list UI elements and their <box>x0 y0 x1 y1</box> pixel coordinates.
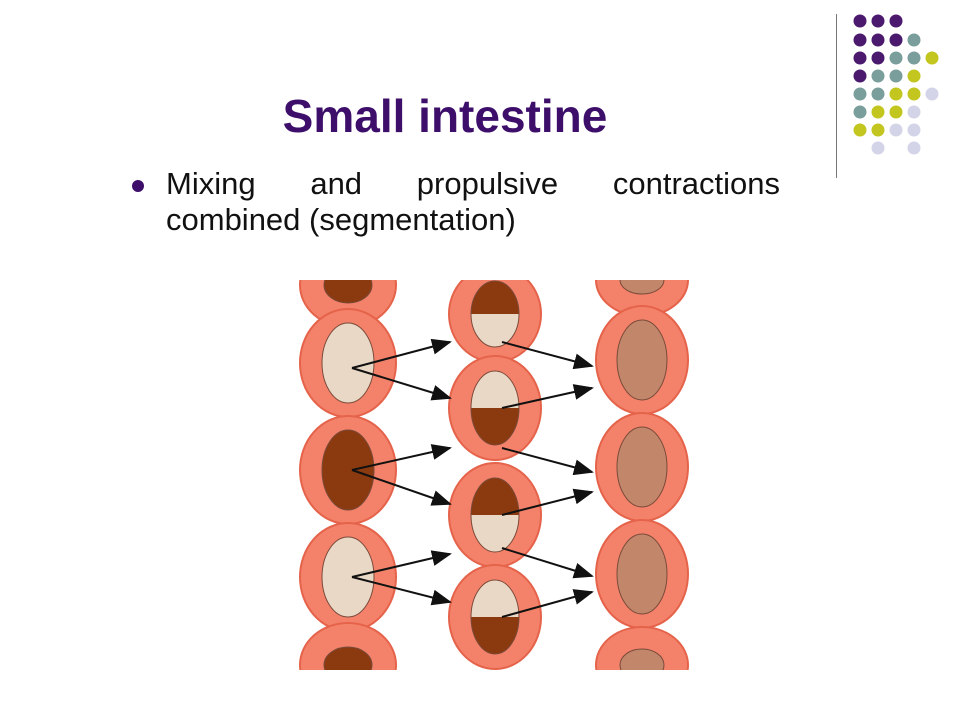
decorative-dot <box>925 87 939 101</box>
decorative-dot <box>907 123 921 137</box>
decorative-dot <box>871 33 885 47</box>
intestine-segment-column <box>595 280 689 670</box>
bullet-list: Mixing and propulsive contractions combi… <box>130 166 780 238</box>
decorative-dot <box>907 69 921 83</box>
chyme-pouch <box>321 536 375 618</box>
decorative-dot <box>853 69 867 83</box>
decorative-dot <box>889 51 903 65</box>
arrow <box>501 384 594 409</box>
decorative-dot <box>889 105 903 119</box>
decorative-dot <box>907 87 921 101</box>
title-divider-line <box>836 14 837 178</box>
chyme-pouch <box>321 322 375 404</box>
chyme-pouch <box>323 280 373 304</box>
chyme-pouch <box>616 426 668 508</box>
arrow <box>501 547 594 579</box>
chyme-pouch <box>619 648 665 670</box>
decorative-dot <box>871 87 885 101</box>
chyme-pouch <box>321 429 375 511</box>
decorative-dot <box>871 69 885 83</box>
arrow <box>351 367 452 401</box>
arrow <box>351 469 452 506</box>
chyme-pouch <box>616 319 668 401</box>
chyme-pouch-outline <box>470 579 520 655</box>
decorative-dot <box>889 87 903 101</box>
slide-title: Small intestine <box>282 90 608 142</box>
bullet-icon <box>132 180 144 192</box>
decorative-dot <box>853 51 867 65</box>
arrow <box>351 576 452 606</box>
decorative-dot <box>889 123 903 137</box>
decorative-dot <box>853 105 867 119</box>
decorative-dot <box>871 51 885 65</box>
decorative-dot <box>889 33 903 47</box>
decorative-dot <box>925 51 939 65</box>
bullet-item: Mixing and propulsive contractions combi… <box>130 166 780 238</box>
decorative-dot <box>889 69 903 83</box>
arrow <box>351 550 452 578</box>
arrow <box>501 341 594 370</box>
decorative-dot <box>853 87 867 101</box>
chyme-pouch <box>619 280 665 295</box>
decorative-dot <box>871 123 885 137</box>
chyme-pouch <box>616 533 668 615</box>
arrow <box>501 589 594 618</box>
decorative-dot <box>907 51 921 65</box>
decorative-dot <box>907 105 921 119</box>
decorative-dot <box>907 33 921 47</box>
chyme-pouch-outline <box>470 370 520 446</box>
bullet-text: Mixing and propulsive contractions combi… <box>166 166 780 237</box>
decorative-dot <box>907 141 921 155</box>
arrow <box>501 488 594 516</box>
decorative-dot <box>871 14 885 28</box>
arrow <box>351 338 452 369</box>
segmentation-diagram <box>299 280 689 670</box>
chyme-pouch <box>323 646 373 670</box>
decorative-dot <box>871 141 885 155</box>
intestine-segment-column <box>299 280 397 670</box>
decorative-dot <box>853 123 867 137</box>
decorative-dot <box>853 14 867 28</box>
decorative-dot <box>853 33 867 47</box>
decorative-dot <box>871 105 885 119</box>
arrow <box>351 444 452 471</box>
arrow <box>501 447 594 476</box>
decorative-dot-grid <box>853 14 939 155</box>
decorative-dot <box>889 14 903 28</box>
chyme-pouch-outline <box>470 477 520 553</box>
intestine-segment-column <box>448 280 542 670</box>
chyme-pouch-outline <box>470 280 520 348</box>
